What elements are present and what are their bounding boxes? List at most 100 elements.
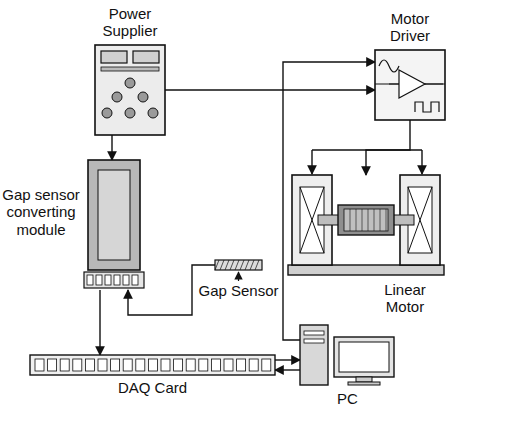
pc-drawing [300, 325, 395, 385]
shape-part [389, 83, 443, 84]
branch-wire [311, 150, 312, 174]
shape-part [380, 209, 381, 231]
linear-motor-drawing [292, 175, 440, 275]
shape-part [338, 205, 394, 235]
shape-part [300, 325, 328, 385]
shape-part [136, 359, 145, 371]
shape-part [161, 359, 170, 371]
shape-part [30, 355, 275, 375]
shape-part [356, 377, 372, 382]
shape-part [304, 331, 324, 335]
shape-part [98, 170, 130, 260]
power-supplier-drawing [95, 45, 165, 135]
node-label: Power Supplier [85, 5, 175, 40]
shape-part [215, 260, 219, 270]
signal-wire [111, 135, 112, 160]
signal-wire [283, 62, 375, 340]
shape-part [35, 359, 44, 371]
shape-part [225, 260, 229, 270]
shape-part [148, 359, 157, 371]
motor-driver: Motor Driver [375, 50, 445, 120]
shape-part [375, 50, 445, 120]
motor-driver-drawing [375, 50, 445, 120]
knob [148, 108, 158, 118]
shape-part [350, 209, 351, 231]
shape-part [399, 70, 425, 98]
shape-part [84, 272, 144, 288]
converting-module-drawing [88, 160, 140, 290]
shape-part [60, 359, 69, 371]
signal-wire [275, 359, 300, 360]
shape-part [174, 359, 183, 371]
shape-part [132, 275, 138, 285]
shape-part [262, 359, 271, 371]
signal-wire [99, 290, 100, 355]
shape-part [356, 209, 357, 231]
shape-part [339, 342, 389, 372]
daq-card: DAQ Card [30, 355, 275, 375]
shape-part [88, 160, 140, 270]
shape-part [304, 339, 324, 343]
node-label: Motor Driver [370, 10, 450, 45]
shape-part [374, 209, 375, 231]
shape-part [235, 260, 239, 270]
knob [125, 78, 135, 88]
shape-part [362, 209, 363, 231]
knob [138, 92, 148, 102]
shape-part [123, 359, 132, 371]
shape-part [344, 209, 388, 231]
shape-part [230, 260, 234, 270]
shape-part [114, 275, 120, 285]
shape-part [245, 260, 249, 270]
shape-part [379, 60, 399, 72]
knob [125, 108, 135, 118]
shape-part [255, 260, 259, 270]
signal-wire [366, 120, 410, 175]
shape-part [98, 359, 107, 371]
shape-part [133, 51, 159, 63]
shape-part [85, 359, 94, 371]
knob [102, 108, 112, 118]
shape-part [220, 260, 224, 270]
shape-part [111, 359, 120, 371]
power-supplier: Power Supplier [95, 45, 165, 135]
gap-sensor: Gap Sensor [215, 260, 262, 270]
shape-part [250, 260, 254, 270]
shape-part [368, 209, 369, 231]
gap-sensor-drawing [215, 260, 262, 270]
knob [112, 92, 122, 102]
signal-wire [165, 89, 375, 90]
shape-part [415, 102, 439, 112]
node-label: Gap sensor converting module [0, 186, 84, 238]
shape-part [101, 51, 127, 63]
branch-wire [421, 150, 422, 174]
daq-card-drawing [30, 355, 275, 375]
shape-part [386, 209, 387, 231]
signal-wire [275, 369, 300, 370]
shape-part [224, 359, 233, 371]
shape-part [48, 359, 57, 371]
shape-part [96, 275, 102, 285]
shape-part [249, 359, 258, 371]
shape-part [240, 260, 244, 270]
shape-part [87, 275, 93, 285]
shape-part [95, 45, 165, 135]
shape-part [348, 382, 380, 385]
shape-part [334, 337, 394, 377]
shape-part [211, 359, 220, 371]
converting-module: Gap sensor converting module [88, 160, 140, 290]
shape-part [101, 67, 159, 71]
driver-branch-wires [312, 150, 422, 174]
node-label: Linear Motor [370, 281, 440, 316]
shape-part [288, 265, 444, 275]
linear-motor: Linear Motor [292, 175, 440, 275]
shape-part [199, 359, 208, 371]
shape-part [237, 359, 246, 371]
pc: PC [300, 325, 395, 385]
node-label: DAQ Card [93, 379, 213, 396]
shape-part [215, 260, 262, 270]
node-label: Gap Sensor [194, 282, 284, 299]
shape-part [105, 275, 111, 285]
shape-part [238, 272, 239, 281]
